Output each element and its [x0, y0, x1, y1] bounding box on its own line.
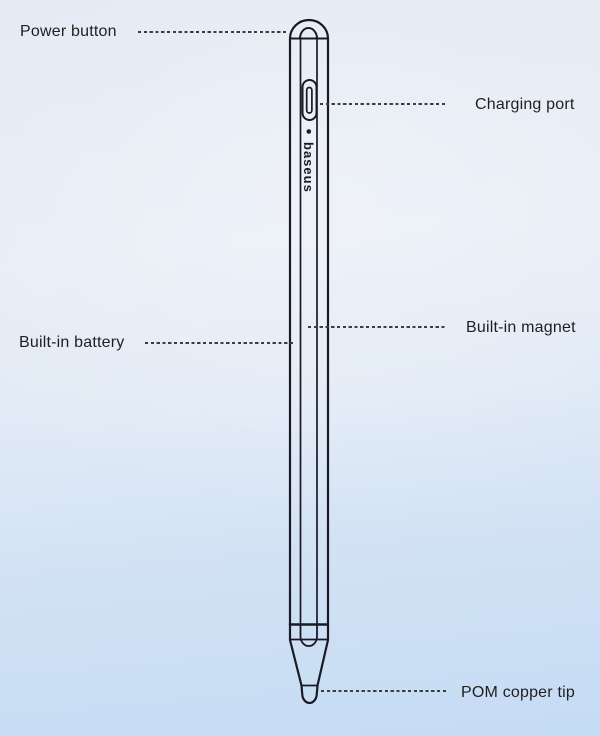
leader-line-charging-port [320, 103, 446, 105]
nib-joint-arch [299, 624, 318, 647]
power-button-dome [299, 27, 318, 40]
brand-text: baseus [301, 142, 316, 193]
leader-line-pom-copper-tip [321, 690, 446, 692]
leader-line-built-in-magnet [308, 326, 445, 328]
leader-line-built-in-battery [145, 342, 294, 344]
charging-port-shape [301, 79, 318, 121]
label-built-in-magnet: Built-in magnet [466, 319, 576, 336]
label-pom-copper-tip: POM copper tip [461, 684, 575, 701]
label-charging-port: Charging port [475, 96, 575, 113]
pen-body [288, 18, 330, 705]
label-power-button: Power button [20, 23, 117, 40]
label-built-in-battery: Built-in battery [19, 334, 125, 351]
charging-port-slot [305, 86, 313, 114]
leader-line-power-button [138, 31, 288, 33]
led-indicator-dot [306, 129, 312, 134]
